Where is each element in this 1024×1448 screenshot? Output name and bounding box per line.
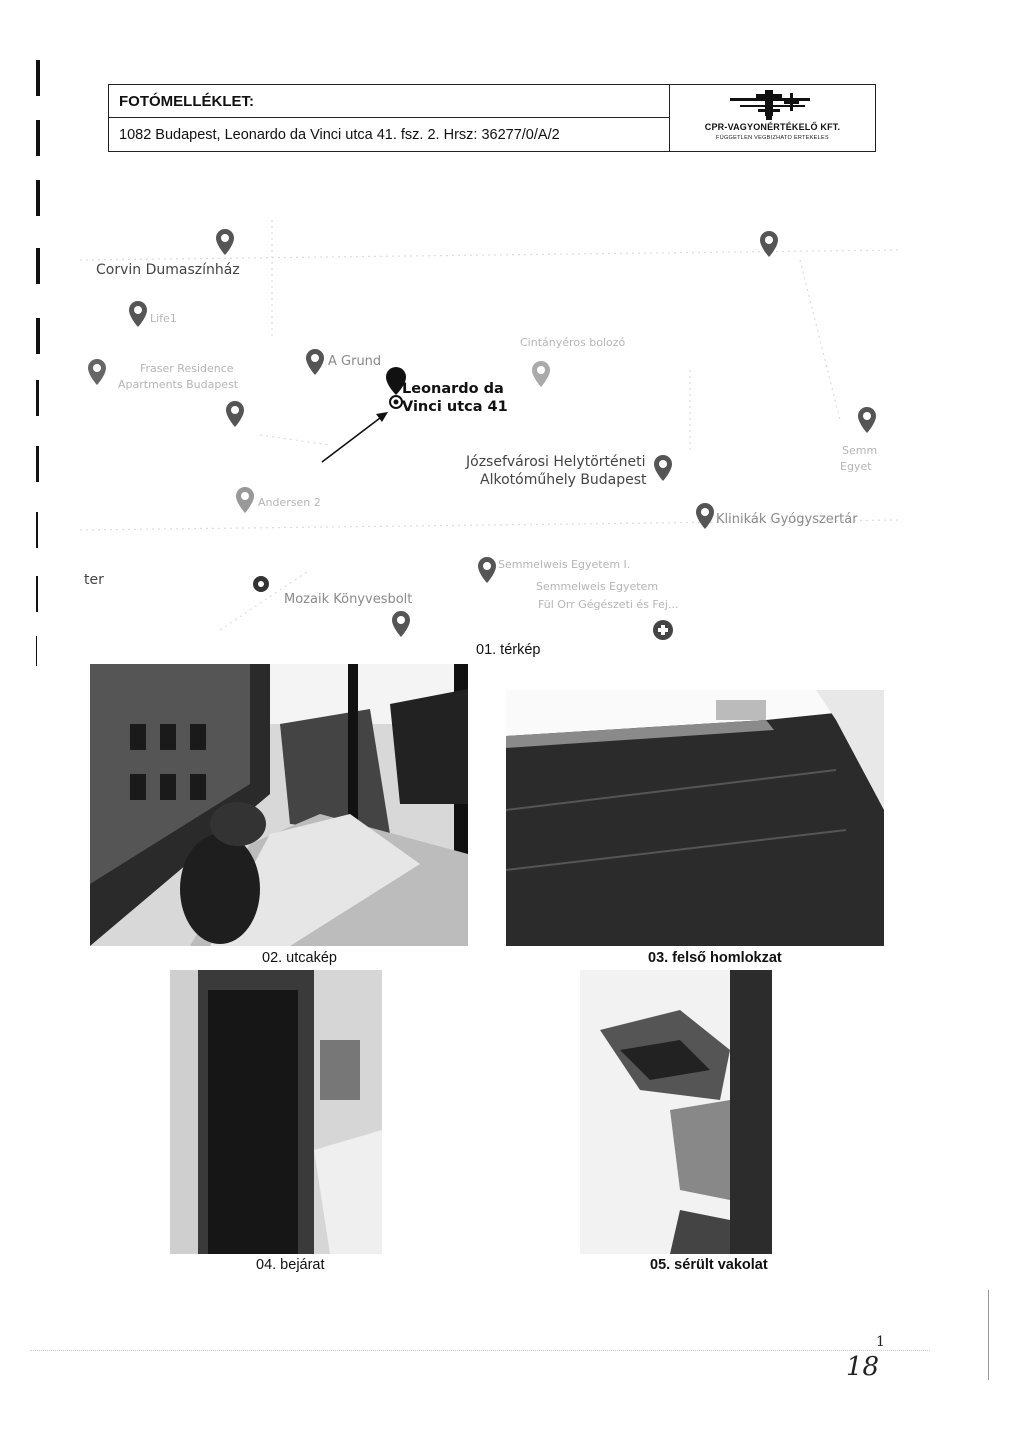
photo-damaged-plaster — [580, 970, 772, 1254]
map-pin-icon — [654, 455, 672, 481]
photo-entrance — [170, 970, 382, 1254]
scan-mark — [36, 60, 40, 96]
map-place-label: A Grund — [328, 354, 382, 369]
map-place-label: Life1 — [150, 312, 177, 325]
map-place-label: Fül Orr Gégészeti és Fej... — [538, 598, 679, 611]
logo-company-name: CPR-VAGYONÉRTÉKELŐ KFT. — [704, 122, 841, 132]
photo-caption: 02. utcakép — [262, 950, 337, 966]
map-streets — [80, 220, 900, 631]
target-label-line2: Vinci utca 41 — [402, 399, 508, 415]
facade-photo-image — [506, 690, 884, 946]
map-place-label: ter — [84, 572, 104, 588]
map-place-label: Semmelweis Egyetem I. — [498, 558, 631, 571]
map-place-label: Józsefvárosi Helytörténeti — [466, 454, 646, 470]
map-pin-icon — [760, 231, 778, 257]
plaster-photo-image — [580, 970, 772, 1254]
map-pin-icon — [306, 349, 324, 375]
map-pin-icon — [478, 557, 496, 583]
page-title: FOTÓMELLÉKLET: — [109, 85, 669, 118]
map-place-label: Semmelweis Egyetem — [536, 580, 659, 593]
map-place-label: Apartments Budapest — [118, 378, 239, 391]
scan-mark — [36, 512, 38, 548]
logo-tagline: FÜGGETLEN VEGBIZHATO ERTEKELES — [716, 135, 829, 141]
map-place-label: Fraser Residence — [140, 362, 234, 375]
page-number: 1 — [876, 1334, 885, 1350]
map-caption: 01. térkép — [476, 642, 541, 658]
location-map: Leonardo da Vinci utca 41 Corvin Dumaszí… — [80, 200, 900, 670]
map-pin-icon — [858, 407, 876, 433]
photo-caption: 04. bejárat — [256, 1257, 325, 1273]
logo-emblem-icon — [730, 90, 810, 120]
scan-mark — [36, 248, 40, 284]
scan-mark — [36, 180, 40, 216]
right-edge-mark — [988, 1290, 989, 1380]
footer-divider — [30, 1350, 930, 1351]
target-location-pin-icon — [386, 367, 406, 409]
scan-mark — [36, 446, 39, 482]
scan-mark — [36, 120, 40, 156]
company-logo: CPR-VAGYONÉRTÉKELŐ KFT. FÜGGETLEN VEGBIZ… — [670, 85, 875, 151]
map-place-label: Andersen 2 — [258, 496, 321, 509]
map-place-label: Alkotóműhely Budapest — [480, 472, 647, 488]
entrance-photo-image — [170, 970, 382, 1254]
photo-upper-facade — [506, 690, 884, 946]
scan-mark — [36, 318, 40, 354]
map-pin-icon — [392, 611, 410, 637]
scan-mark — [36, 380, 39, 416]
property-address: 1082 Budapest, Leonardo da Vinci utca 41… — [119, 127, 560, 143]
map-pin-icon — [226, 401, 244, 427]
target-label-line1: Leonardo da — [402, 381, 504, 397]
map-place-label: Cintányéros bolozó — [520, 336, 626, 349]
photo-street-view — [90, 664, 468, 946]
map-place-label: Corvin Dumaszínház — [96, 262, 240, 278]
scan-mark — [36, 636, 37, 666]
bookstore-pin-icon — [253, 576, 269, 592]
map-pin-icon — [696, 503, 714, 529]
map-place-label: Egyet — [840, 460, 872, 473]
photo-caption: 03. felső homlokzat — [648, 950, 782, 966]
photo-caption: 05. sérült vakolat — [650, 1257, 768, 1273]
map-place-label: Klinikák Gyógyszertár — [716, 512, 858, 527]
hospital-pin-icon — [653, 620, 673, 640]
street-photo-image — [90, 664, 468, 946]
map-pin-icon — [129, 301, 147, 327]
map-pin-icon — [236, 487, 254, 513]
map-place-label: Semm — [842, 444, 878, 457]
scan-mark — [36, 576, 38, 612]
map-pin-icon — [216, 229, 234, 255]
map-pin-icon — [532, 361, 550, 387]
map-pin-icon — [88, 359, 106, 385]
header-left: FOTÓMELLÉKLET: 1082 Budapest, Leonardo d… — [109, 85, 670, 151]
map-place-label: Mozaik Könyvesbolt — [284, 592, 413, 607]
handwritten-number: 18 — [846, 1352, 880, 1382]
target-address-label: Leonardo da Vinci utca 41 — [402, 380, 508, 416]
header-table: FOTÓMELLÉKLET: 1082 Budapest, Leonardo d… — [108, 84, 876, 152]
